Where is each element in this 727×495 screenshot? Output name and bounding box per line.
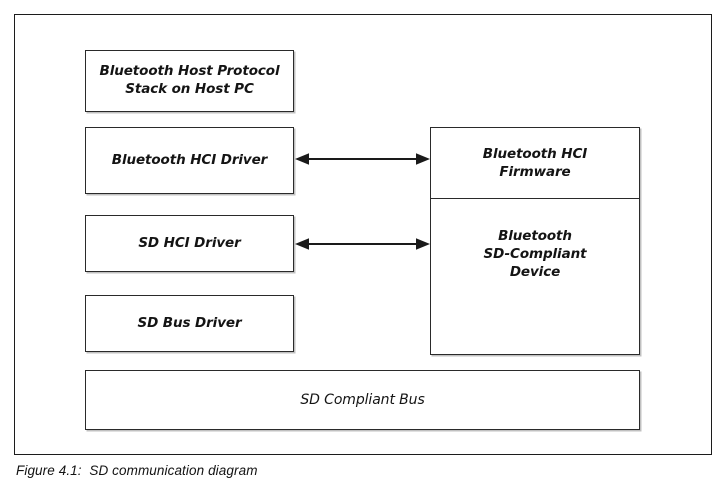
box-bluetooth-sd-compliant-device: Bluetooth SD-Compliant Device (431, 199, 639, 354)
figure-caption: Figure 4.1: SD communication diagram (16, 463, 258, 478)
box-sd-bus-driver: SD Bus Driver (85, 295, 294, 352)
box-label: SD Bus Driver (137, 314, 242, 331)
box-bluetooth-sd-device-container: Bluetooth HCI Firmware Bluetooth SD-Comp… (430, 127, 640, 355)
box-label: Bluetooth SD-Compliant Device (483, 228, 587, 281)
box-label: SD HCI Driver (138, 234, 241, 251)
box-sd-compliant-bus: SD Compliant Bus (85, 370, 640, 430)
box-bluetooth-host-protocol-stack: Bluetooth Host Protocol Stack on Host PC (85, 50, 294, 112)
box-bluetooth-hci-firmware: Bluetooth HCI Firmware (431, 128, 639, 199)
box-bluetooth-hci-driver: Bluetooth HCI Driver (85, 127, 294, 194)
box-label: SD Compliant Bus (300, 391, 425, 408)
connector-sd-link (294, 235, 431, 253)
box-sd-hci-driver: SD HCI Driver (85, 215, 294, 272)
box-label: Bluetooth HCI Firmware (482, 145, 588, 180)
double-headed-arrow-icon (295, 238, 430, 250)
box-label: Bluetooth Host Protocol Stack on Host PC (99, 63, 280, 97)
box-label: Bluetooth HCI Driver (111, 151, 268, 168)
double-headed-arrow-icon (295, 153, 430, 165)
connector-hci-link (294, 150, 431, 168)
